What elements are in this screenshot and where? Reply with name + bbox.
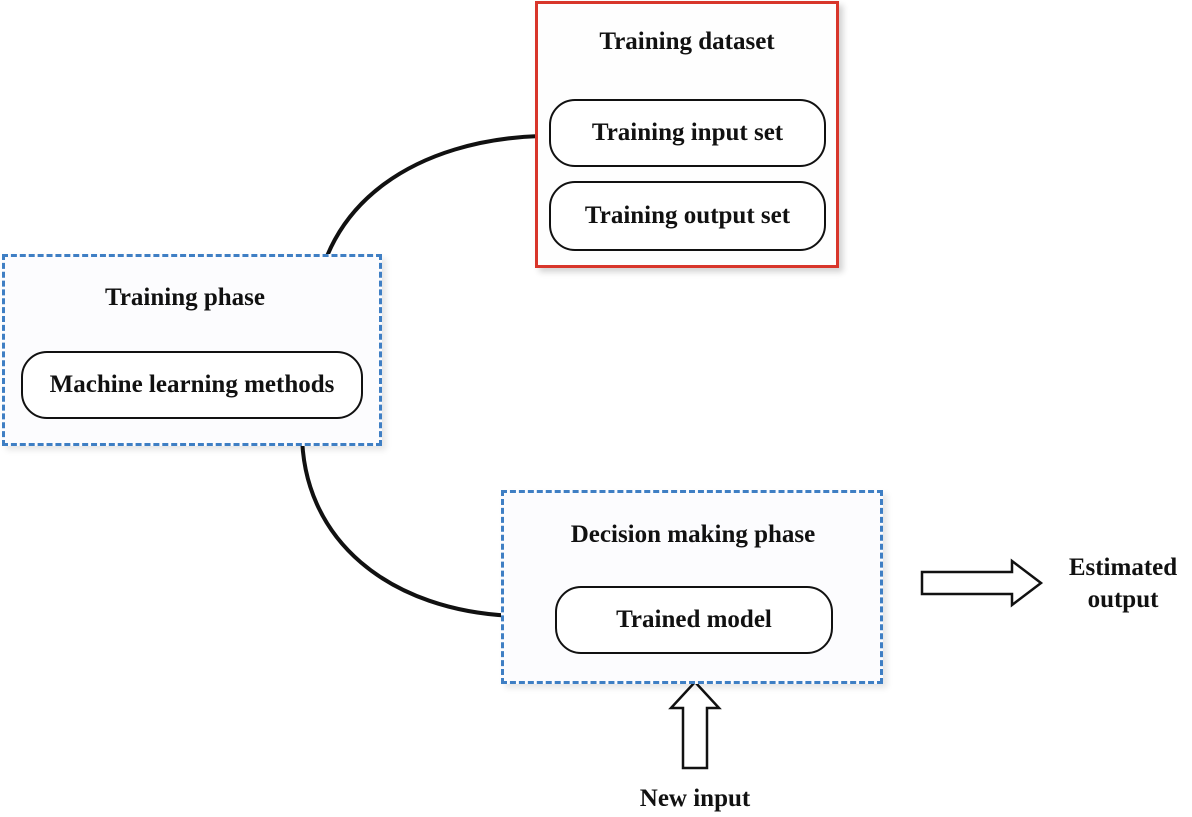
- machine-learning-methods: Machine learning methods: [21, 351, 363, 419]
- decision-making-phase-box: Decision making phase Trained model: [501, 490, 883, 684]
- training-to-model-arrow: [299, 427, 517, 618]
- new-input-arrow: [668, 680, 722, 770]
- estimated-output-arrow: [920, 558, 1044, 608]
- training-input-set-label: Training input set: [591, 119, 784, 146]
- training-dataset-title: Training dataset: [599, 28, 775, 55]
- training-phase-title: Training phase: [105, 284, 265, 311]
- estimated-output-label: Estimated output: [1058, 552, 1188, 616]
- decision-making-phase-title: Decision making phase: [570, 521, 816, 548]
- trained-model-label: Trained model: [616, 606, 772, 633]
- new-input-label: New input: [639, 785, 751, 812]
- trained-model: Trained model: [555, 586, 833, 654]
- training-phase-box: Training phase Machine learning methods: [2, 254, 382, 446]
- training-input-set: Training input set: [549, 99, 826, 167]
- estimated-output-line1: Estimated: [1068, 554, 1178, 581]
- training-output-set-label: Training output set: [584, 202, 791, 229]
- training-output-set: Training output set: [549, 181, 826, 251]
- estimated-output-line2: output: [1087, 586, 1159, 613]
- training-dataset-box: Training dataset Training input set Trai…: [535, 1, 839, 268]
- machine-learning-methods-label: Machine learning methods: [49, 371, 335, 398]
